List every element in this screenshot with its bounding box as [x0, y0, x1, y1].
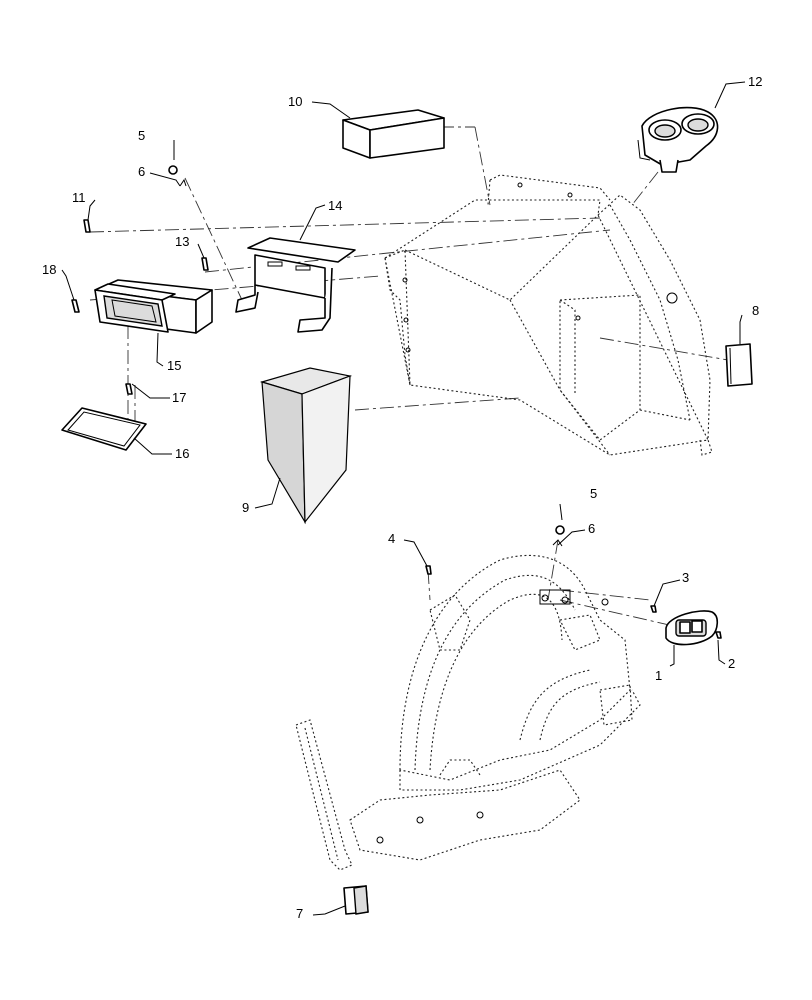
callout-9: 9	[242, 500, 249, 515]
part-13-screw	[201, 257, 209, 271]
upper-hardware	[71, 165, 209, 395]
part-6-washer-upper	[179, 178, 187, 187]
callout-11: 11	[72, 190, 86, 205]
callout-1: 1	[655, 668, 662, 683]
callout-15: 15	[167, 358, 181, 373]
callout-10: 10	[288, 94, 302, 109]
part-3-screw	[650, 605, 657, 613]
part-5-nut-lower	[555, 525, 565, 535]
callout-16: 16	[175, 446, 189, 461]
part-7-bumper	[343, 885, 369, 915]
callout-7: 7	[296, 906, 303, 921]
part-4-clip	[425, 565, 432, 575]
part-5-nut-upper	[168, 165, 178, 175]
part-8-pad	[725, 343, 753, 387]
part-11-screw	[83, 219, 91, 233]
part-16-mat	[61, 407, 147, 451]
part-15-storage-tray	[94, 279, 213, 334]
part-18-screw	[71, 299, 80, 313]
callout-2: 2	[728, 656, 735, 671]
callout-5-lower: 5	[590, 486, 597, 501]
callout-8: 8	[752, 303, 759, 318]
upper-console-assembly	[384, 174, 713, 456]
callout-4: 4	[388, 531, 395, 546]
part-2-screw	[715, 631, 722, 639]
callout-labels: 10 12 5 6 11 13 14 18 15 17 16 8 9 4 5 6…	[42, 74, 762, 921]
part-14-bracket	[235, 237, 356, 333]
callout-12: 12	[748, 74, 762, 89]
callout-6-lower: 6	[588, 521, 595, 536]
callout-13: 13	[175, 234, 189, 249]
part-1-switch-bezel	[665, 610, 719, 646]
part-6-washer-lower	[552, 539, 563, 547]
callout-18: 18	[42, 262, 56, 277]
callout-3: 3	[682, 570, 689, 585]
callout-5-upper: 5	[138, 128, 145, 143]
left-post	[295, 719, 353, 871]
leader-lines	[61, 81, 746, 916]
part-9-wedge	[259, 367, 353, 525]
callout-14: 14	[328, 198, 342, 213]
part-12-cup-holder	[637, 106, 719, 173]
callout-17: 17	[172, 390, 186, 405]
lower-fender-assembly	[349, 554, 641, 861]
callout-6-upper: 6	[138, 164, 145, 179]
lower-hardware	[425, 525, 722, 639]
part-10-foam-block	[342, 109, 445, 159]
part-17-screw	[125, 383, 133, 395]
